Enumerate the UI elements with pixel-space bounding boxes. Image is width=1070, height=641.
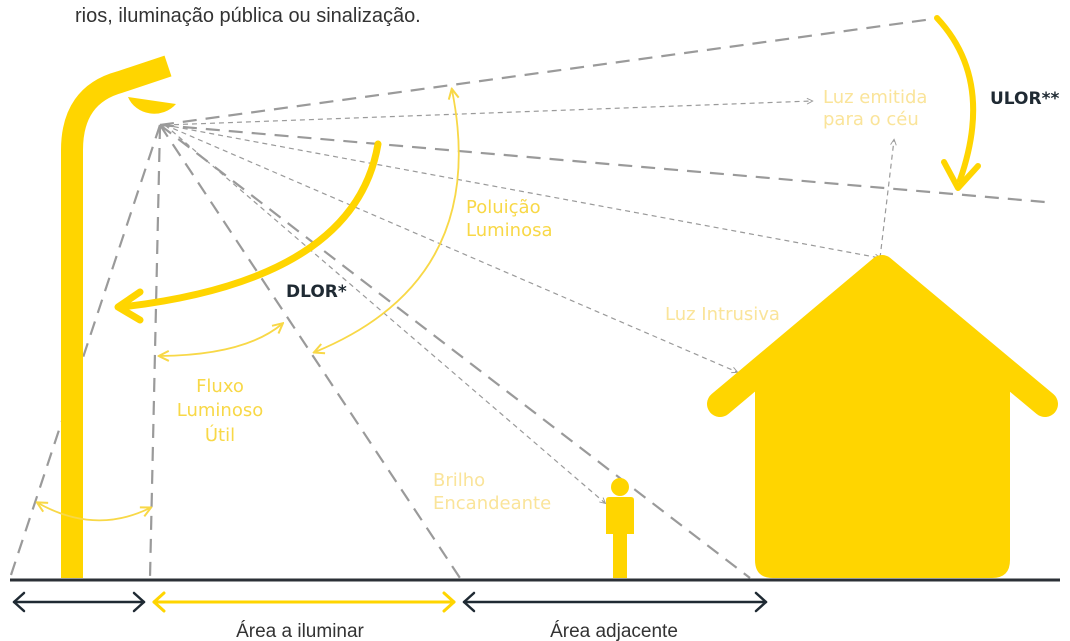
useful-flux-label-line2: Luminoso [177, 400, 263, 421]
useful-flux-label-line3: Útil [205, 424, 235, 446]
light-pollution-label-line1: Poluição [466, 197, 541, 218]
glare-label-line1: Brilho [433, 470, 485, 491]
sky-light-label-line2: para o céu [823, 109, 919, 130]
ulor-label: ULOR** [990, 89, 1059, 109]
illuminate-area-label: Área a iluminar [236, 621, 364, 641]
useful-flux-label-line1: Fluxo [196, 376, 244, 397]
useful-flux-arc [160, 324, 282, 356]
intrusive-light-label: Luz Intrusiva [665, 304, 780, 325]
person-icon [606, 478, 634, 578]
adjacent-area-label: Área adjacente [550, 621, 678, 641]
light-pollution-label-line2: Luminosa [466, 220, 552, 241]
house [707, 255, 1058, 578]
street-lamp [61, 55, 176, 578]
dlor-label: DLOR* [286, 282, 347, 302]
intro-text: rios, iluminação pública ou sinalização. [75, 5, 421, 27]
ulor-arrow [934, 15, 981, 191]
light-pollution-arc [315, 90, 460, 352]
pole-area-arrow [12, 591, 146, 613]
pole-angle-arc [38, 503, 150, 522]
adjacent-area-arrow [462, 591, 768, 613]
illuminate-area-arrow [152, 591, 456, 613]
sky-light-label-line1: Luz emitida [823, 87, 927, 108]
glare-label-line2: Encandeante [433, 493, 551, 514]
